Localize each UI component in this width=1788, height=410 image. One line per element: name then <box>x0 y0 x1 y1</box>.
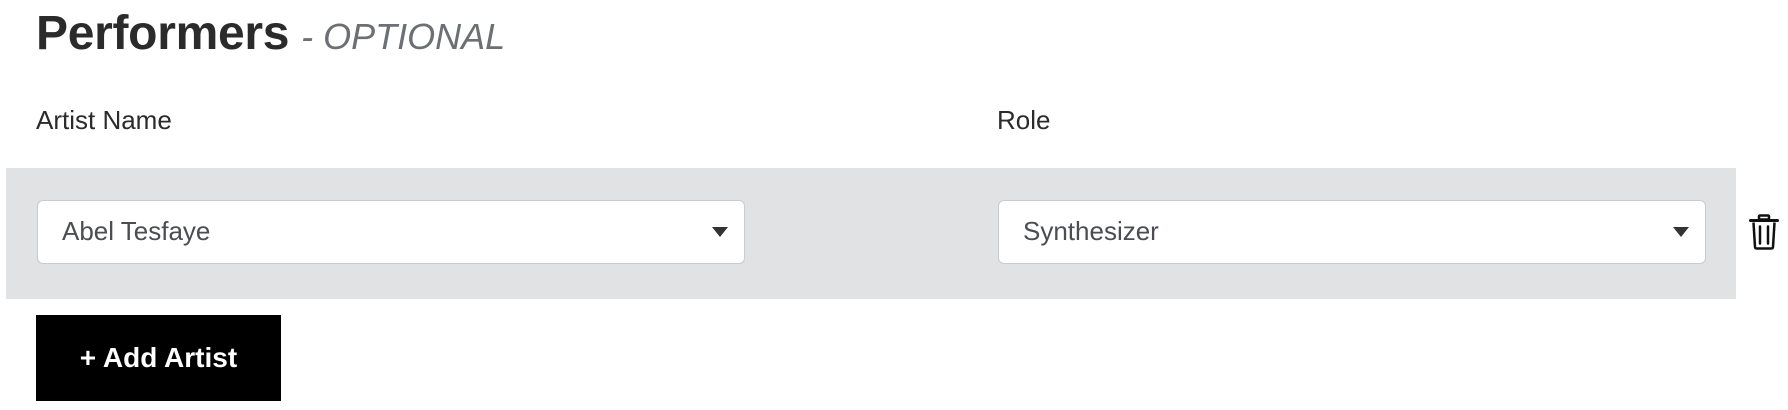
chevron-down-icon <box>712 227 728 237</box>
section-title: Performers - OPTIONAL <box>36 4 505 67</box>
role-column-label: Role <box>997 105 1051 135</box>
role-select[interactable]: Synthesizer <box>998 200 1706 264</box>
add-artist-button[interactable]: + Add Artist <box>36 315 281 401</box>
performer-row: Abel Tesfaye Synthesizer <box>6 168 1736 299</box>
section-title-text: Performers <box>36 7 290 60</box>
chevron-down-icon <box>1673 227 1689 237</box>
artist-name-column-label: Artist Name <box>36 105 172 135</box>
role-value: Synthesizer <box>1023 216 1159 246</box>
artist-name-select[interactable]: Abel Tesfaye <box>37 200 745 264</box>
artist-name-value: Abel Tesfaye <box>62 216 211 246</box>
trash-icon[interactable] <box>1749 214 1779 250</box>
optional-tag: - OPTIONAL <box>301 16 506 57</box>
